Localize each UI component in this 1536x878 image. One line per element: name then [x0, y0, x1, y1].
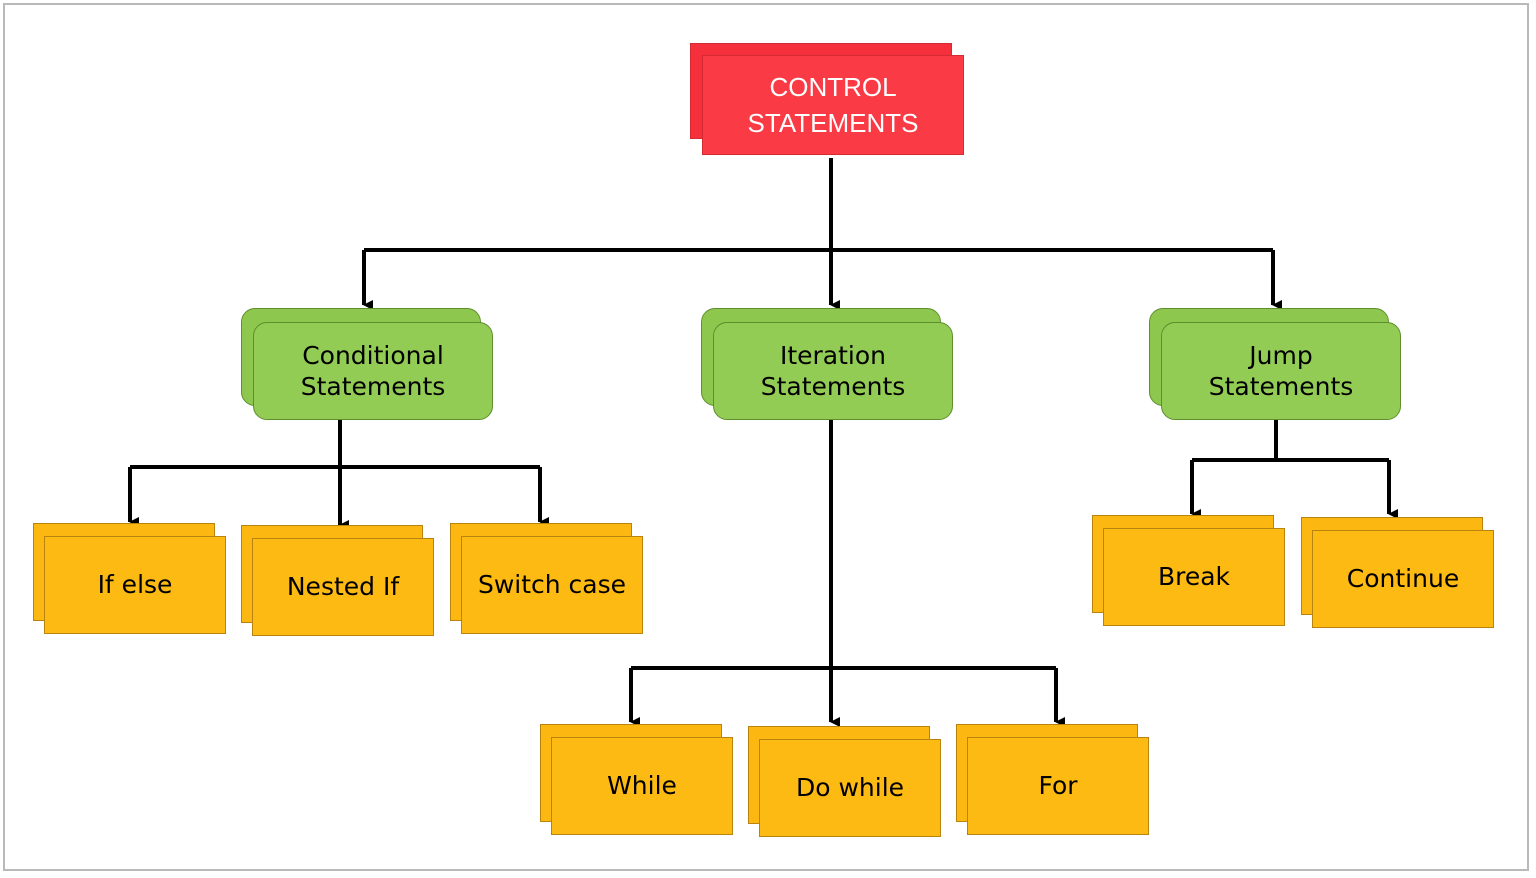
category-label-line1: Conditional: [302, 340, 444, 370]
category-label-line1: Jump: [1249, 340, 1313, 370]
node-face: Conditional Statements: [253, 322, 493, 420]
node-face: Nested If: [252, 538, 434, 636]
node-face: Jump Statements: [1161, 322, 1401, 420]
leaf-label: While: [607, 771, 677, 801]
node-face: While: [551, 737, 733, 835]
node-face: Continue: [1312, 530, 1494, 628]
node-face: If else: [44, 536, 226, 634]
leaf-label: Do while: [795, 773, 905, 803]
leaf-label: For: [1038, 771, 1078, 801]
node-face: Switch case: [461, 536, 643, 634]
node-face: CONTROL STATEMENTS: [702, 55, 964, 155]
leaf-label: Continue: [1346, 564, 1460, 594]
category-label-line2: Statements: [300, 372, 446, 401]
node-face: Do while: [759, 739, 941, 837]
category-label-line2: Statements: [760, 372, 906, 401]
node-face: Break: [1103, 528, 1285, 626]
leaf-label: Switch case: [477, 570, 627, 600]
category-label-line2: Statements: [1208, 372, 1354, 401]
root-label-line2: STATEMENTS: [747, 108, 919, 138]
node-face: For: [967, 737, 1149, 835]
node-face: Iteration Statements: [713, 322, 953, 420]
root-label-line1: CONTROL: [769, 71, 897, 102]
category-label-line1: Iteration: [779, 340, 887, 370]
leaf-label: If else: [97, 570, 173, 600]
leaf-label: Nested If: [286, 572, 400, 602]
leaf-label: Break: [1157, 562, 1231, 592]
